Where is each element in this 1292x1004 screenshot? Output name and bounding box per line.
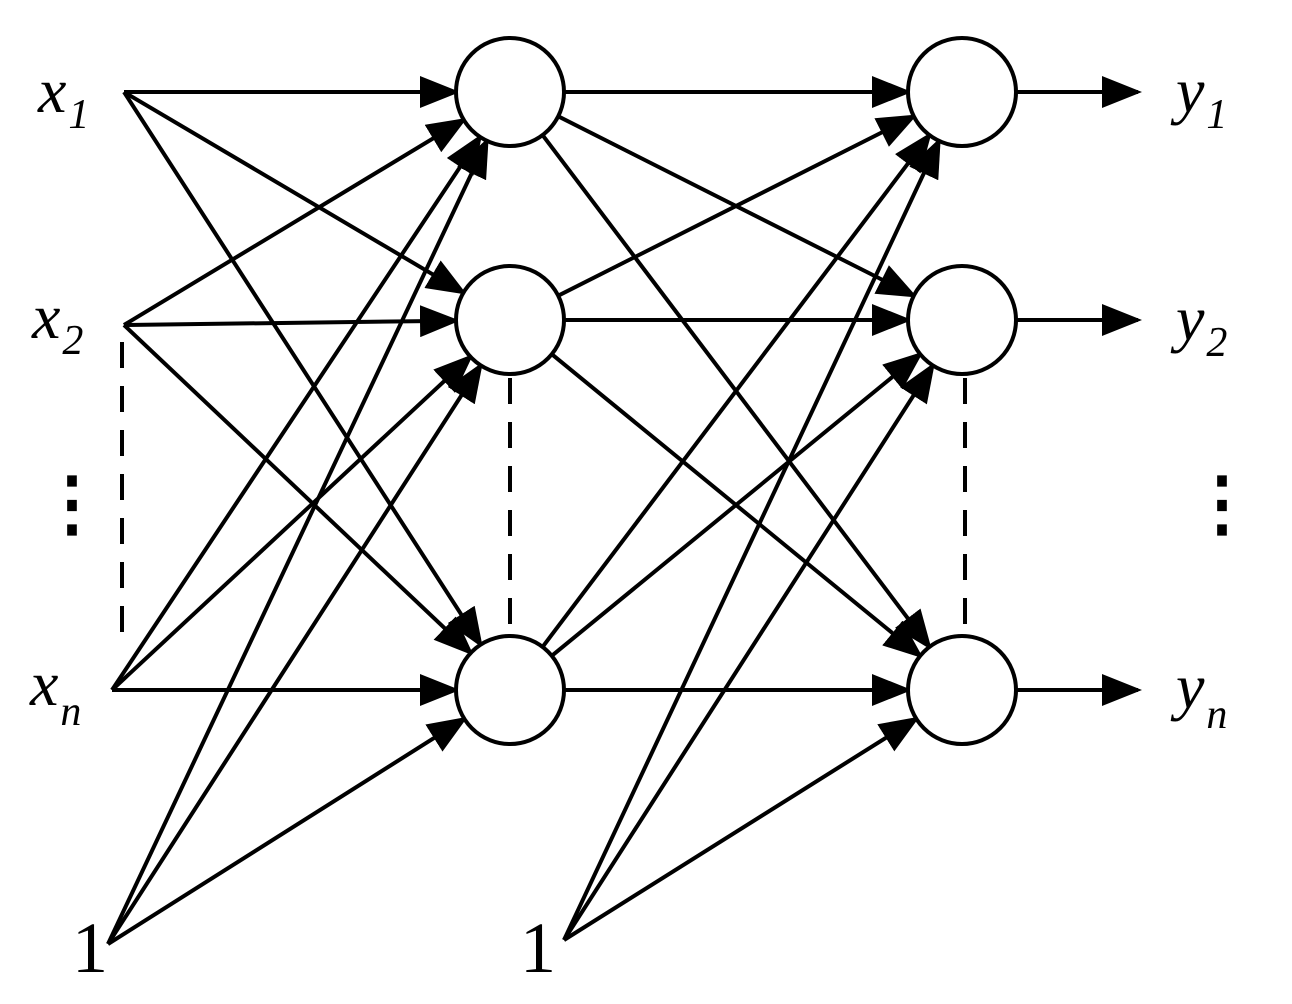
output-label-y1: y1 bbox=[1170, 55, 1227, 138]
neurons bbox=[454, 36, 1018, 746]
output-subscript: n bbox=[1206, 692, 1227, 738]
output-base: y bbox=[1170, 283, 1205, 354]
input-to-hidden-arrow bbox=[122, 117, 468, 327]
input-subscript: 2 bbox=[62, 318, 83, 364]
input-to-hidden-arrow bbox=[123, 305, 461, 338]
output-neuron bbox=[906, 634, 1018, 746]
bias-to-hidden-arrow bbox=[106, 716, 468, 946]
output-ellipsis: ⋮ bbox=[1186, 464, 1258, 544]
input-subscript: 1 bbox=[68, 92, 89, 138]
input-base: x bbox=[29, 648, 58, 719]
bias-to-output-arrow bbox=[562, 137, 941, 941]
hidden-to-output-arrow bbox=[540, 131, 932, 649]
output-label-yn: yn bbox=[1170, 651, 1227, 738]
input-to-hidden-arrow bbox=[110, 354, 474, 692]
hidden-neuron bbox=[454, 264, 566, 376]
input-base: x bbox=[37, 55, 66, 126]
hidden-neuron bbox=[454, 36, 566, 148]
output-subscript: 2 bbox=[1206, 320, 1227, 366]
input-to-hidden-arrow bbox=[122, 90, 467, 295]
input-to-hidden-arrow bbox=[110, 133, 483, 692]
bias-label-hidden: 1 bbox=[520, 908, 556, 988]
hidden-to-output-arrow bbox=[550, 351, 924, 658]
bias-to-hidden-arrow bbox=[106, 137, 489, 945]
bias-to-hidden-arrow bbox=[106, 362, 483, 946]
input-subscript: n bbox=[60, 689, 81, 735]
bias-label-input: 1 bbox=[72, 908, 108, 988]
output-base: y bbox=[1170, 651, 1205, 722]
output-subscript: 1 bbox=[1206, 92, 1227, 138]
input-base: x bbox=[31, 281, 60, 352]
output-base: y bbox=[1170, 55, 1205, 126]
hidden-neuron bbox=[454, 634, 566, 746]
input-to-hidden-arrow bbox=[122, 323, 474, 656]
input-label-xn: xn bbox=[29, 648, 81, 735]
input-to-hidden-arrow bbox=[122, 90, 483, 648]
input-label-x2: x2 bbox=[31, 281, 83, 364]
input-ellipsis: ⋮ bbox=[36, 464, 108, 544]
output-neuron bbox=[906, 36, 1018, 148]
input-label-x1: x1 bbox=[37, 55, 89, 138]
hidden-to-output-arrow bbox=[557, 114, 918, 298]
bias-to-output-arrow bbox=[562, 362, 935, 942]
bias-to-output-arrow bbox=[562, 716, 920, 942]
output-neuron bbox=[906, 264, 1018, 376]
output-label-y2: y2 bbox=[1170, 283, 1227, 366]
connections bbox=[106, 76, 1142, 946]
